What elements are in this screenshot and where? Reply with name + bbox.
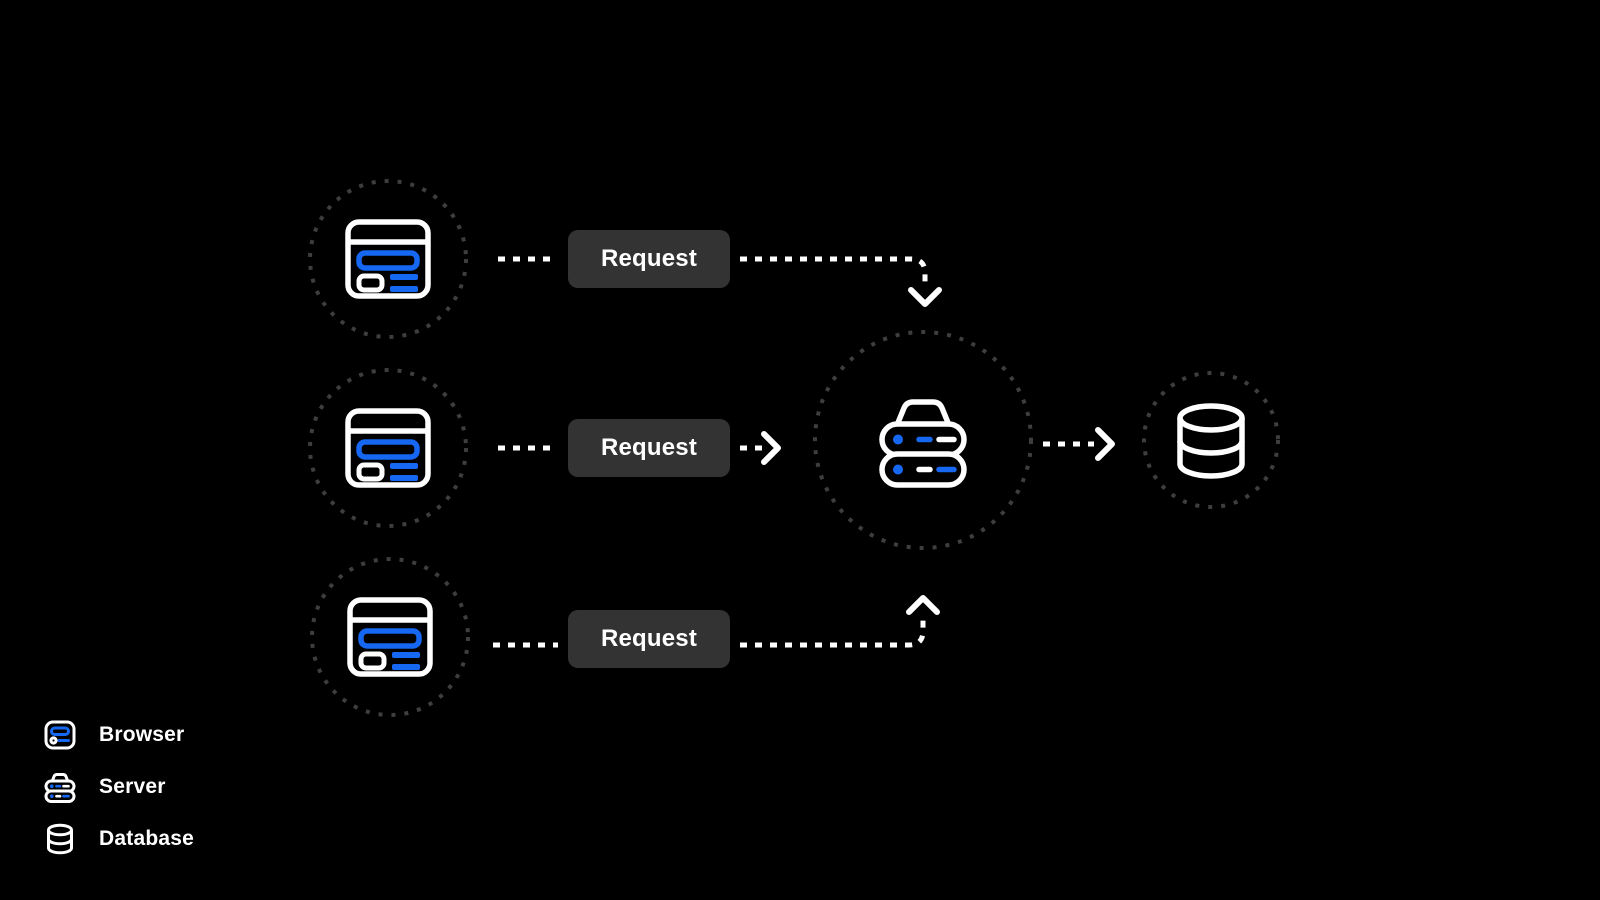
browser-node-circle-3 (310, 557, 470, 717)
legend-label-server: Server (99, 775, 166, 798)
browser-icon (44, 720, 76, 750)
connector-request3-to-server (740, 614, 926, 648)
database-node-circle (1142, 371, 1280, 509)
browser-icon (345, 408, 431, 488)
browser-icon (345, 219, 431, 299)
server-node-circle (813, 330, 1033, 550)
legend: Browser Server Database (44, 720, 194, 855)
browser-node-circle-1 (308, 179, 468, 339)
legend-item-browser: Browser (44, 720, 194, 750)
arrowhead-right-icon (761, 431, 781, 465)
legend-label-database: Database (99, 827, 194, 850)
connector-request1-to-server (740, 256, 928, 288)
database-icon (1177, 403, 1245, 479)
legend-item-database: Database (44, 823, 194, 855)
server-icon (879, 399, 967, 488)
legend-label-browser: Browser (99, 723, 185, 746)
browser-node-circle-2 (308, 368, 468, 528)
arrowhead-down-icon (908, 287, 942, 307)
arrowhead-up-icon (906, 595, 940, 615)
legend-item-server: Server (44, 772, 194, 803)
browser-icon (347, 597, 433, 677)
server-icon (44, 773, 76, 803)
arrowhead-right-icon-2 (1095, 427, 1115, 461)
request-pill-1: Request (568, 230, 730, 288)
request-pill-3: Request (568, 610, 730, 668)
database-icon (47, 823, 73, 855)
request-pill-2: Request (568, 419, 730, 477)
